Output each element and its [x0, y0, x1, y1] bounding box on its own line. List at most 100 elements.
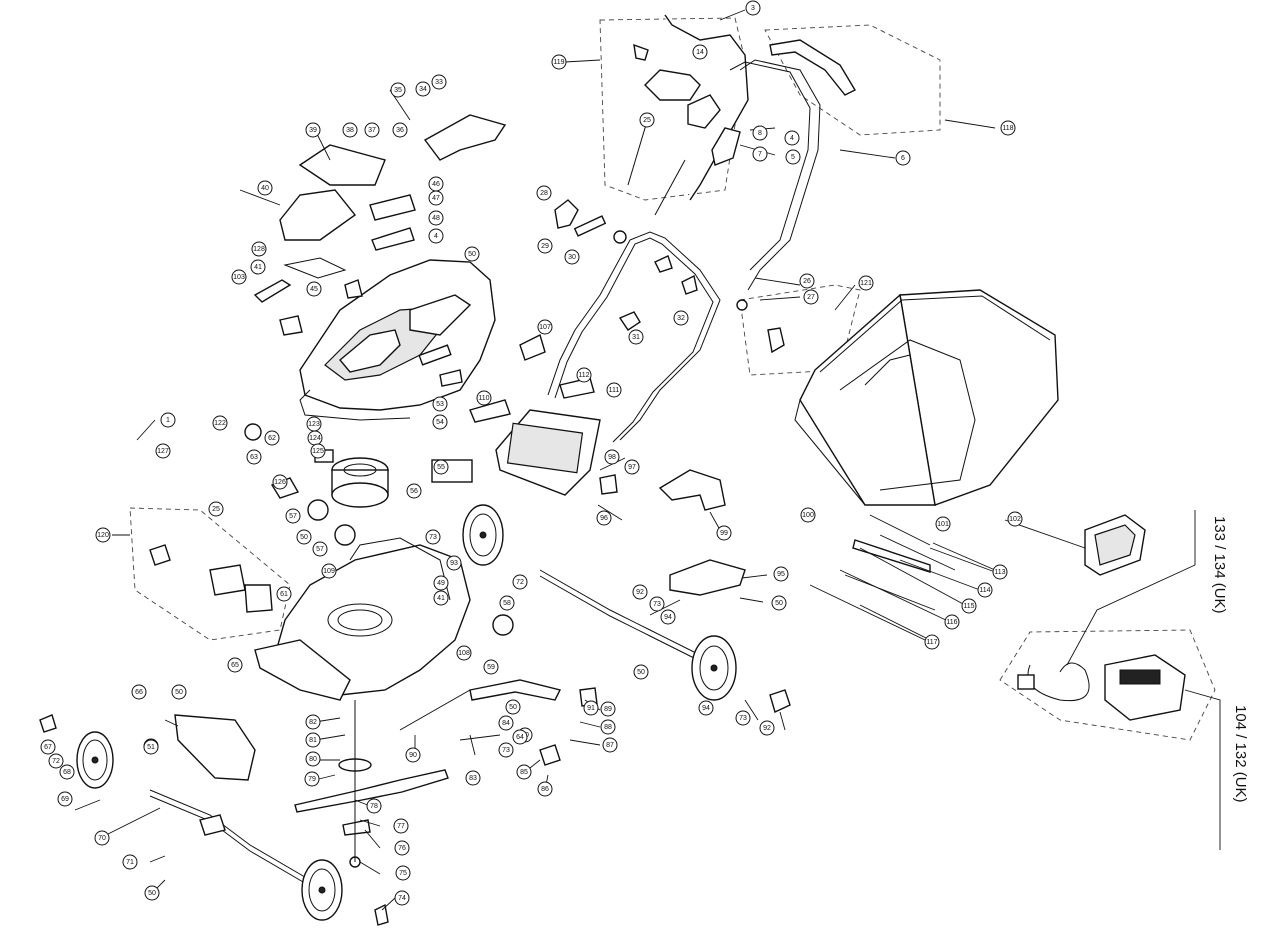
part-callout: 95 [773, 566, 789, 582]
part-callout: 108 [456, 645, 472, 661]
callout-number: 94 [702, 705, 710, 712]
callout-circle [160, 412, 176, 428]
callout-number: 68 [63, 769, 71, 776]
callout-number: 64 [516, 734, 524, 741]
part-callout: 53 [432, 396, 448, 412]
callout-circle [395, 865, 411, 881]
callout-number: 73 [653, 601, 661, 608]
callout-number: 103 [233, 274, 245, 281]
side-label-upper: 133 / 134 (UK) [1211, 516, 1228, 614]
part-callout: 38 [342, 122, 358, 138]
callout-number: 50 [300, 534, 308, 541]
callout-number: 33 [435, 79, 443, 86]
part-callout: 51 [143, 739, 159, 755]
callout-number: 111 [609, 387, 620, 394]
part-callout: 47 [428, 190, 444, 206]
part-callout: 85 [516, 764, 532, 780]
callout-circle [342, 122, 358, 138]
callout-number: 26 [803, 278, 811, 285]
part-callout: 4 [784, 130, 800, 146]
part-callout: 49 [433, 575, 449, 591]
callout-circle [512, 729, 528, 745]
callout-circle [784, 130, 800, 146]
part-callout: 5 [785, 149, 801, 165]
callout-circle [628, 329, 644, 345]
part-callout: 83 [465, 770, 481, 786]
callout-number: 38 [346, 127, 354, 134]
part-callout: 107 [537, 319, 553, 335]
part-callout: 50 [771, 595, 787, 611]
part-callout: 98 [604, 449, 620, 465]
part-callout: 91 [583, 700, 599, 716]
part-callout: 110 [476, 390, 492, 406]
callout-number: 50 [637, 669, 645, 676]
part-callout: 80 [305, 751, 321, 767]
callout-circle [394, 890, 410, 906]
part-callout: 66 [131, 684, 147, 700]
callout-circle [94, 830, 110, 846]
side-label-charger-group: 133 / 134 (UK) 104 / 132 (UK) [1066, 510, 1249, 850]
callout-circle [624, 459, 640, 475]
part-callout: 35 [390, 82, 406, 98]
callout-circle [155, 443, 171, 459]
callout-number: 113 [994, 569, 1005, 576]
callout-number: 120 [97, 532, 109, 539]
part-callout: 89 [600, 701, 616, 717]
callout-number: 93 [450, 560, 458, 567]
callout-circle [464, 246, 480, 262]
misc-parts [39, 333, 931, 926]
callout-circle [604, 449, 620, 465]
part-callout: 79 [304, 771, 320, 787]
callout-circle [596, 510, 612, 526]
callout-number: 125 [312, 448, 324, 455]
callout-number: 73 [739, 715, 747, 722]
part-callout: 32 [673, 310, 689, 326]
callout-number: 58 [503, 600, 511, 607]
callout-number: 36 [396, 127, 404, 134]
callout-number: 29 [541, 243, 549, 250]
blade-assembly [294, 700, 449, 868]
part-callout: 50 [633, 664, 649, 680]
callout-number: 112 [578, 372, 589, 379]
part-callout: 75 [395, 865, 411, 881]
part-callout: 64 [512, 729, 528, 745]
part-callout: 112 [576, 367, 592, 383]
part-callout: 97 [624, 459, 640, 475]
callout-number: 37 [368, 127, 376, 134]
callout-number: 4 [790, 135, 794, 142]
part-callout: 46 [428, 176, 444, 192]
callout-number: 53 [436, 401, 444, 408]
callout-circle [428, 210, 444, 226]
callout-number: 46 [432, 181, 440, 188]
callout-circle [433, 590, 449, 606]
callout-circle [122, 854, 138, 870]
part-callout: 92 [759, 720, 775, 736]
part-callout: 69 [57, 791, 73, 807]
callout-circle [799, 273, 815, 289]
callout-circle [432, 414, 448, 430]
upper-cover-parts [253, 114, 507, 336]
callout-circle [456, 645, 472, 661]
callout-circle [498, 742, 514, 758]
callout-number: 45 [310, 286, 318, 293]
callout-number: 50 [175, 689, 183, 696]
part-callout: 119 [551, 54, 567, 70]
callout-circle [759, 720, 775, 736]
callout-circle [131, 684, 147, 700]
callout-number: 110 [478, 395, 489, 402]
motor-assembly [244, 423, 473, 521]
callout-circle [564, 249, 580, 265]
callout-circle [433, 575, 449, 591]
callout-circle [57, 791, 73, 807]
callout-circle [512, 574, 528, 590]
callout-number: 31 [632, 334, 640, 341]
callout-number: 73 [502, 747, 510, 754]
callout-circle [858, 275, 874, 291]
callout-number: 102 [1009, 516, 1021, 523]
fastener-leaders [809, 514, 996, 641]
callout-circle [576, 367, 592, 383]
callout-number: 34 [419, 86, 427, 93]
part-callout: 78 [366, 798, 382, 814]
callout-circle [944, 614, 960, 630]
callout-circle [895, 150, 911, 166]
